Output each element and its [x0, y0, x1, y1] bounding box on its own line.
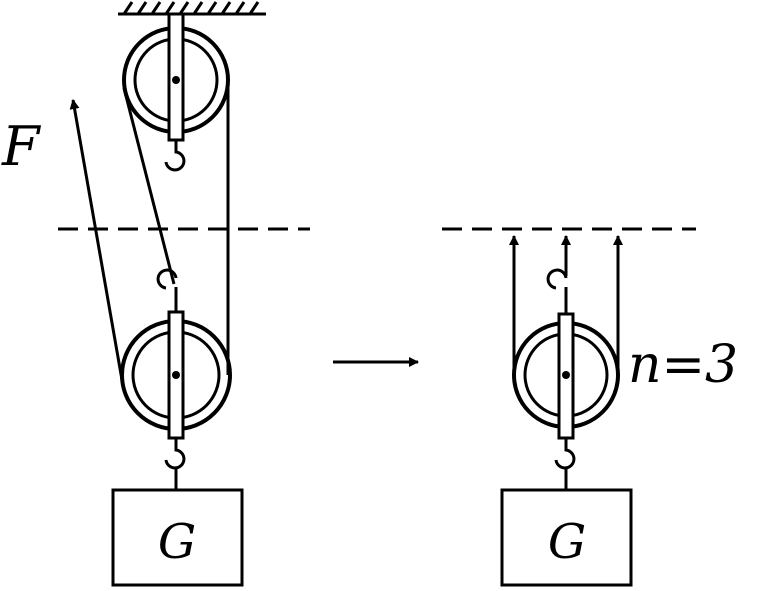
force-label: F: [1, 115, 42, 178]
movable-pulley: [120, 268, 232, 490]
weight-box-right: [500, 488, 633, 587]
weight-label-left: G: [158, 514, 196, 570]
equivalent-pulley: [512, 268, 620, 490]
tension-arrows: [509, 235, 623, 372]
fixed-pulley: [122, 12, 230, 172]
rope-count-label: n=3: [628, 335, 738, 395]
ceiling-mount: [118, 1, 266, 16]
weight-label-right: G: [548, 514, 586, 570]
weight-box-left: [111, 488, 244, 587]
